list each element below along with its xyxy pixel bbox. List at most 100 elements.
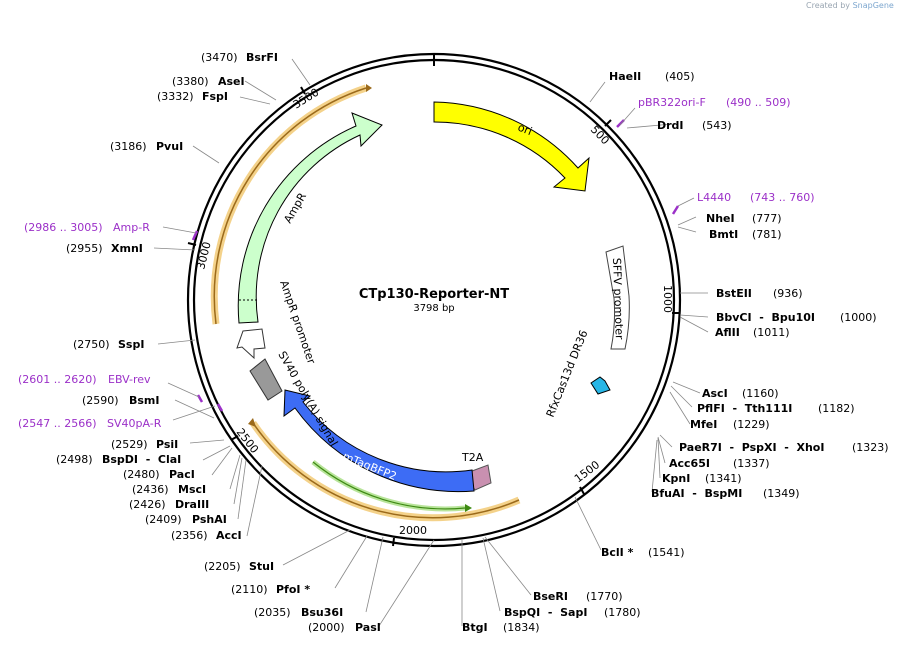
site-paci: PacI: [169, 468, 195, 481]
site-bseri: BseRI: [533, 590, 568, 603]
site-xmni-pos: (2955): [66, 242, 103, 255]
site-bseri-pos: (1770): [586, 590, 623, 603]
site-pvui: PvuI: [156, 140, 183, 153]
primer-mark-sv40pa: [216, 403, 224, 412]
site-bspqi-sapi-pos: (1780): [604, 606, 641, 619]
primer-ebv-rev: EBV-rev: [108, 373, 151, 386]
sffv-promoter-label: SFFV promoter: [610, 258, 626, 341]
site-nhei-pos: (777): [752, 212, 782, 225]
site-kpni: KpnI: [662, 472, 690, 485]
site-msci: MscI: [178, 483, 206, 496]
site-nhei: NheI: [706, 212, 735, 225]
site-psii: PsiI: [156, 438, 178, 451]
site-acc65i: Acc65I: [669, 457, 710, 470]
site-asci-pos: (1160): [742, 387, 779, 400]
site-paci-pos: (2480): [123, 468, 160, 481]
snapgene-logo-text: SnapGene: [852, 1, 894, 10]
primer-amp-r-range: (2986 .. 3005): [24, 221, 103, 234]
rfxcas13d-dr36-label: RfxCas13d DR36: [544, 328, 591, 419]
site-haeii-pos: (405): [665, 70, 695, 83]
snapgene-watermark: Created by SnapGene: [806, 1, 894, 10]
orf-arc-ampr-line: [213, 87, 367, 325]
tick-label-1000: 1000: [661, 285, 674, 313]
site-acc65i-pos: (1337): [733, 457, 770, 470]
plasmid-name: CTp130-Reporter-NT: [359, 287, 509, 302]
tick-2500: [230, 435, 239, 441]
site-bbvci-bpu10i: BbvCI - Bpu10I: [716, 311, 815, 324]
green-arc-line: [312, 461, 466, 510]
site-xmni: XmnI: [111, 242, 143, 255]
site-pasi: PasI: [355, 621, 381, 634]
site-drdi-pos: (543): [702, 119, 732, 132]
site-paer7i-pspxi-xhoi: PaeR7I - PspXI - XhoI: [679, 441, 824, 454]
site-stui-pos: (2205): [204, 560, 241, 573]
tick-label-2000: 2000: [399, 524, 427, 537]
site-draiii-pos: (2426): [129, 498, 166, 511]
primer-mark-l4440: [671, 205, 680, 215]
site-pfoi-pos: (2110): [231, 583, 268, 596]
site-bbvci-bpu10i-pos: (1000): [840, 311, 877, 324]
tick-label-1500: 1500: [572, 458, 602, 485]
site-acci-pos: (2356): [171, 529, 208, 542]
site-pasi-pos: (2000): [308, 621, 345, 634]
primer-sv40pa-r: SV40pA-R: [107, 417, 162, 430]
primer-mark-amp-r: [191, 230, 199, 241]
green-arc-head: [465, 504, 472, 512]
site-bcli: BclI *: [601, 546, 634, 559]
site-msci-pos: (2436): [132, 483, 169, 496]
primer-sv40pa-r-range: (2547 .. 2566): [18, 417, 97, 430]
rfxcas13d-dr36-feature[interactable]: [590, 376, 611, 395]
t2a-label: T2A: [461, 451, 484, 464]
site-bspdi-clai: BspDI - ClaI: [102, 453, 181, 466]
site-bmti-pos: (781): [752, 228, 782, 241]
site-drdi: DrdI: [657, 119, 684, 132]
site-bspqi-sapi: BspQI - SapI: [504, 606, 587, 619]
primer-l4440: L4440: [697, 191, 731, 204]
site-bsrfi: BsrFI: [246, 51, 278, 64]
site-bspdi-clai-pos: (2498): [56, 453, 93, 466]
site-haeii: HaeII: [609, 70, 641, 83]
site-bfuai-bspmi: BfuAI - BspMI: [651, 487, 742, 500]
site-mfei-pos: (1229): [733, 418, 770, 431]
plasmid-size: 3798 bp: [413, 303, 454, 314]
site-fspi: FspI: [202, 90, 228, 103]
mtagbfp2-feature[interactable]: [283, 389, 475, 493]
site-sspi: SspI: [118, 338, 144, 351]
site-bsteii: BstEII: [716, 287, 752, 300]
orf-arc-bfp-line: [252, 422, 520, 519]
sffv-promoter-feature[interactable]: [605, 245, 630, 350]
site-psii-pos: (2529): [111, 438, 148, 451]
site-mfei: MfeI: [690, 418, 717, 431]
site-bmti: BmtI: [709, 228, 738, 241]
tick-3500: [300, 86, 306, 95]
site-pfoi: PfoI *: [276, 583, 310, 596]
site-aflii-pos: (1011): [753, 326, 790, 339]
primer-pbr322ori-f-range: (490 .. 509): [726, 96, 791, 109]
site-fspi-pos: (3332): [157, 90, 194, 103]
ori-feature[interactable]: [433, 101, 590, 192]
site-bsmi-pos: (2590): [82, 394, 119, 407]
site-bsteii-pos: (936): [773, 287, 803, 300]
site-bsrfi-pos: (3470): [201, 51, 238, 64]
primer-amp-r: Amp-R: [113, 221, 150, 234]
site-asei-pos: (3380): [172, 75, 209, 88]
site-btgi-pos: (1834): [503, 621, 540, 634]
site-kpni-pos: (1341): [705, 472, 742, 485]
ampr-promoter-feature[interactable]: [236, 328, 266, 360]
tick-1500: [579, 486, 585, 495]
created-by-text: Created by: [806, 1, 851, 10]
site-asei: AseI: [218, 75, 245, 88]
ori-label: ori: [516, 121, 534, 138]
sv40-polya-feature[interactable]: [249, 358, 283, 401]
site-stui: StuI: [249, 560, 274, 573]
primer-l4440-range: (743 .. 760): [750, 191, 815, 204]
primer-mark-ebv-rev: [196, 394, 204, 403]
site-acci: AccI: [216, 529, 242, 542]
tick-2000: [392, 537, 395, 547]
site-pvui-pos: (3186): [110, 140, 147, 153]
site-bsu36i-pos: (2035): [254, 606, 291, 619]
site-bcli-pos: (1541): [648, 546, 685, 559]
site-bsmi: BsmI: [129, 394, 160, 407]
ampr-feature[interactable]: [237, 112, 383, 324]
